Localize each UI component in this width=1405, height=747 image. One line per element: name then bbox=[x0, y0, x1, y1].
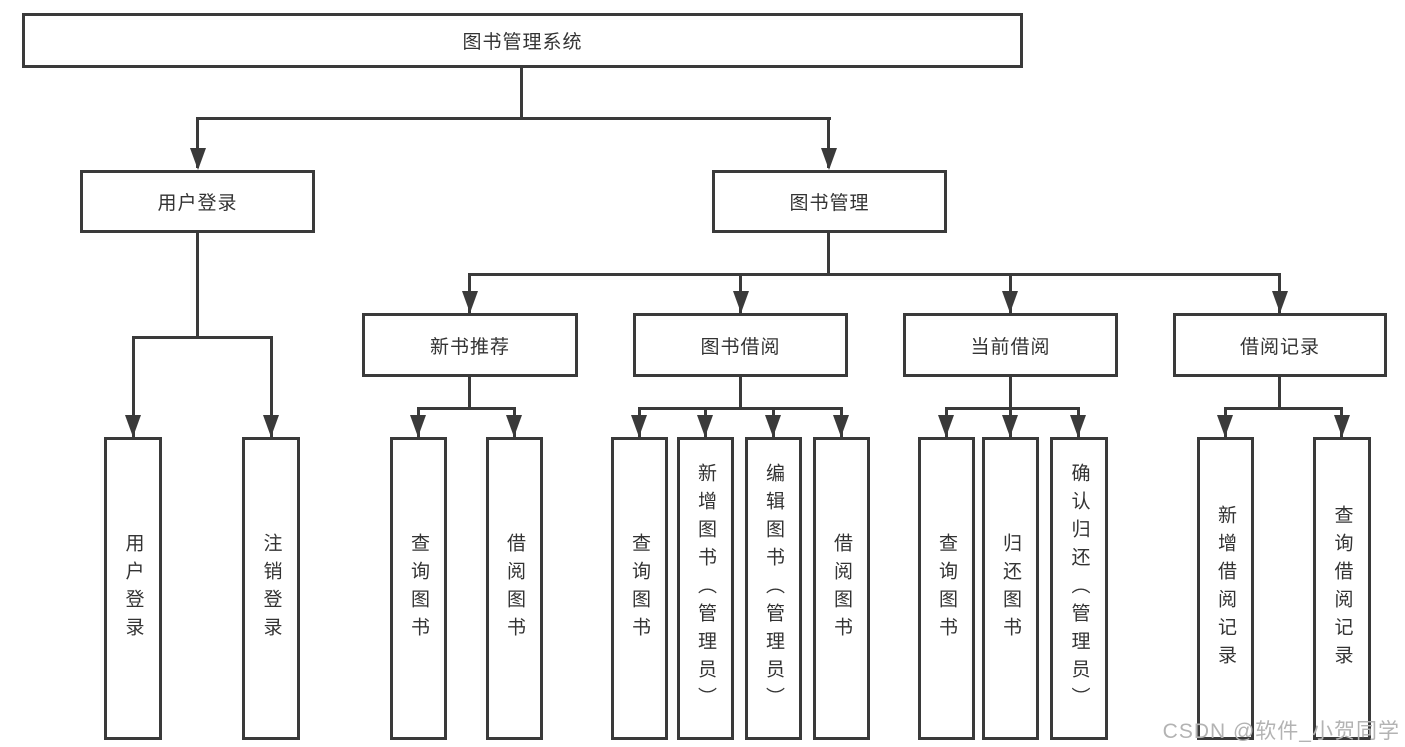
leaf-cb-return-books-label: 归还图书 bbox=[1000, 532, 1021, 645]
node-book-borrow: 图书借阅 bbox=[633, 313, 848, 377]
leaf-cb-confirm-return: 确认归还（管理员） bbox=[1050, 437, 1108, 740]
arrowhead-borrow-record bbox=[1272, 291, 1288, 313]
arrowhead-bb-query bbox=[631, 415, 647, 437]
arrowhead-cb-query bbox=[938, 415, 954, 437]
leaf-cb-query-books-label: 查询图书 bbox=[936, 532, 957, 645]
node-book-mgmt-label: 图书管理 bbox=[789, 193, 870, 214]
node-book-borrow-label: 图书借阅 bbox=[700, 336, 781, 358]
node-root: 图书管理系统 bbox=[22, 13, 1023, 68]
node-borrow-record-label: 借阅记录 bbox=[1239, 336, 1320, 358]
arrowhead-nbr-query bbox=[410, 415, 426, 437]
leaf-bb-add-books: 新增图书（管理员） bbox=[677, 437, 734, 740]
connector-user-to-logout bbox=[270, 336, 273, 437]
connector-root-branch bbox=[196, 117, 831, 120]
arrowhead-cb-return bbox=[1002, 415, 1018, 437]
arrowhead-user-login bbox=[190, 148, 206, 170]
leaf-logout-label: 注销登录 bbox=[260, 532, 282, 645]
node-borrow-record: 借阅记录 bbox=[1173, 313, 1387, 377]
leaf-bb-borrow-books: 借阅图书 bbox=[813, 437, 870, 740]
node-current-borrow-label: 当前借阅 bbox=[970, 336, 1051, 358]
connector-bb-stem bbox=[739, 377, 742, 410]
arrowhead-leaf-logout bbox=[263, 415, 279, 437]
connector-bb-branch bbox=[638, 407, 843, 410]
connector-user-branch bbox=[132, 336, 273, 339]
connector-mgmt-stem bbox=[827, 233, 830, 276]
arrowhead-leaf-user-login bbox=[125, 415, 141, 437]
node-book-mgmt: 图书管理 bbox=[712, 170, 947, 233]
leaf-user-login-label: 用户登录 bbox=[122, 532, 144, 645]
arrowhead-nbr-borrow bbox=[506, 415, 522, 437]
csdn-watermark: CSDN @软件_小贺同学 bbox=[1162, 720, 1400, 743]
leaf-nbr-query-books-label: 查询图书 bbox=[408, 532, 429, 645]
connector-root-stem bbox=[520, 68, 523, 120]
connector-root-to-user-login bbox=[196, 117, 199, 168]
connector-br-branch bbox=[1224, 407, 1343, 410]
leaf-nbr-borrow-books-label: 借阅图书 bbox=[504, 532, 525, 645]
arrowhead-bb-borrow bbox=[833, 415, 849, 437]
leaf-bb-add-books-label: 新增图书（管理员） bbox=[695, 462, 716, 715]
arrowhead-new-book-rec bbox=[462, 291, 478, 313]
leaf-cb-query-books: 查询图书 bbox=[918, 437, 975, 740]
node-new-book-rec-label: 新书推荐 bbox=[429, 336, 510, 358]
connector-mgmt-branch bbox=[468, 273, 1281, 276]
connector-user-stem bbox=[196, 233, 199, 338]
arrowhead-bb-edit bbox=[765, 415, 781, 437]
arrowhead-current-borrow bbox=[1002, 291, 1018, 313]
leaf-nbr-query-books: 查询图书 bbox=[390, 437, 447, 740]
leaf-cb-return-books: 归还图书 bbox=[982, 437, 1039, 740]
node-root-label: 图书管理系统 bbox=[462, 32, 583, 53]
connector-root-to-book-mgmt bbox=[827, 117, 830, 168]
leaf-br-query-record-label: 查询借阅记录 bbox=[1331, 504, 1353, 673]
leaf-cb-confirm-return-label: 确认归还（管理员） bbox=[1068, 462, 1090, 715]
arrowhead-book-mgmt bbox=[821, 148, 837, 170]
leaf-bb-query-books: 查询图书 bbox=[611, 437, 668, 740]
leaf-bb-edit-books-label: 编辑图书（管理员） bbox=[763, 462, 784, 715]
leaf-br-add-record-label: 新增借阅记录 bbox=[1215, 504, 1236, 673]
leaf-bb-query-books-label: 查询图书 bbox=[629, 532, 650, 645]
leaf-br-query-record: 查询借阅记录 bbox=[1313, 437, 1371, 740]
connector-br-stem bbox=[1278, 377, 1281, 410]
leaf-bb-edit-books: 编辑图书（管理员） bbox=[745, 437, 802, 740]
leaf-bb-borrow-books-label: 借阅图书 bbox=[831, 532, 852, 645]
arrowhead-bb-add bbox=[697, 415, 713, 437]
leaf-nbr-borrow-books: 借阅图书 bbox=[486, 437, 543, 740]
connector-nbr-stem bbox=[468, 377, 471, 410]
arrowhead-br-add bbox=[1217, 415, 1233, 437]
connector-nbr-branch bbox=[417, 407, 516, 410]
leaf-br-add-record: 新增借阅记录 bbox=[1197, 437, 1254, 740]
arrowhead-cb-confirm bbox=[1070, 415, 1086, 437]
node-current-borrow: 当前借阅 bbox=[903, 313, 1118, 377]
node-new-book-rec: 新书推荐 bbox=[362, 313, 578, 377]
arrowhead-br-query bbox=[1334, 415, 1350, 437]
connector-user-to-login bbox=[132, 336, 135, 437]
connector-cb-stem bbox=[1009, 377, 1012, 410]
node-user-login-label: 用户登录 bbox=[157, 193, 238, 214]
leaf-user-login: 用户登录 bbox=[104, 437, 162, 740]
leaf-logout: 注销登录 bbox=[242, 437, 300, 740]
node-user-login: 用户登录 bbox=[80, 170, 315, 233]
connector-cb-branch bbox=[945, 407, 1080, 410]
arrowhead-book-borrow bbox=[733, 291, 749, 313]
